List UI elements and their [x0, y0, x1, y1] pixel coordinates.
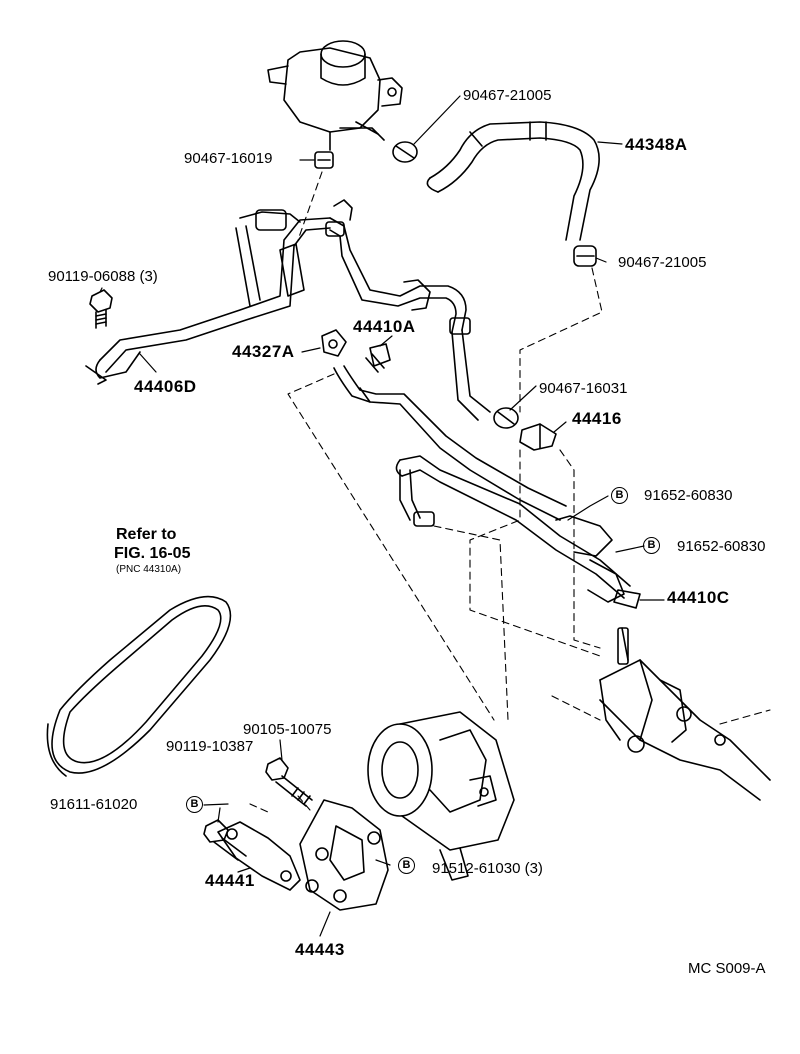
clamp-90467-16031 — [493, 407, 519, 429]
label-91652-60830-b: 91652-60830 — [677, 538, 766, 555]
leader-lines — [99, 95, 665, 937]
bracket-44443 — [299, 799, 389, 911]
label-44410c: 44410C — [667, 588, 730, 607]
label-90467-16031: 90467-16031 — [539, 380, 628, 397]
label-44443: 44443 — [295, 940, 345, 959]
label-44406d: 44406D — [134, 377, 197, 396]
label-91652-60830-a: 91652-60830 — [644, 487, 733, 504]
label-90467-21005-top: 90467-21005 — [463, 87, 552, 104]
label-44410a: 44410A — [353, 317, 416, 336]
bracket-44441 — [217, 821, 301, 891]
return-hose-44348a — [426, 121, 600, 241]
label-90467-21005-mid: 90467-21005 — [618, 254, 707, 271]
label-90467-16019: 90467-16019 — [184, 150, 273, 167]
steering-gear — [599, 627, 771, 801]
fitting-44410a — [365, 343, 391, 373]
b-mark-91512-61030: B — [398, 857, 415, 874]
refer-line-3: (PNC 44310A) — [116, 564, 182, 575]
power-steering-pump — [367, 711, 515, 881]
bolt-90119-10387 — [203, 819, 247, 861]
b-mark-91652-60830-a: B — [611, 487, 628, 504]
label-90119-06088: 90119-06088 (3) — [48, 268, 158, 285]
label-44441: 44441 — [205, 871, 255, 890]
b-mark-91611-61020: B — [186, 796, 203, 813]
label-90105-10075: 90105-10075 — [243, 721, 332, 738]
label-91611-61020: 91611-61020 — [50, 796, 138, 813]
refer-line-2: FIG. 16-05 — [114, 545, 191, 562]
b-mark-91652-60830-b: B — [643, 537, 660, 554]
label-91512-61030: 91512-61030 (3) — [432, 860, 543, 877]
refer-line-1: Refer to — [116, 526, 177, 543]
tube-assembly — [85, 199, 491, 421]
dashed-guide-lines — [249, 171, 771, 813]
pressure-hose — [333, 365, 641, 609]
figure-code: MC S009-A — [688, 960, 766, 977]
clamp-90467-16019 — [314, 151, 334, 169]
bolt-90119-06088 — [89, 289, 113, 329]
clamp-90467-21005-top — [392, 141, 418, 163]
label-44327a: 44327A — [232, 342, 295, 361]
drive-belt — [46, 595, 232, 777]
bolt-90105-10075 — [265, 757, 313, 807]
reservoir-tank — [267, 40, 403, 151]
union-44416 — [519, 423, 557, 451]
bracket-44327a — [321, 329, 347, 357]
label-44416: 44416 — [572, 409, 622, 428]
label-90119-10387: 90119-10387 — [166, 738, 254, 755]
clamp-90467-21005-mid — [573, 245, 597, 267]
label-44348a: 44348A — [625, 135, 688, 154]
